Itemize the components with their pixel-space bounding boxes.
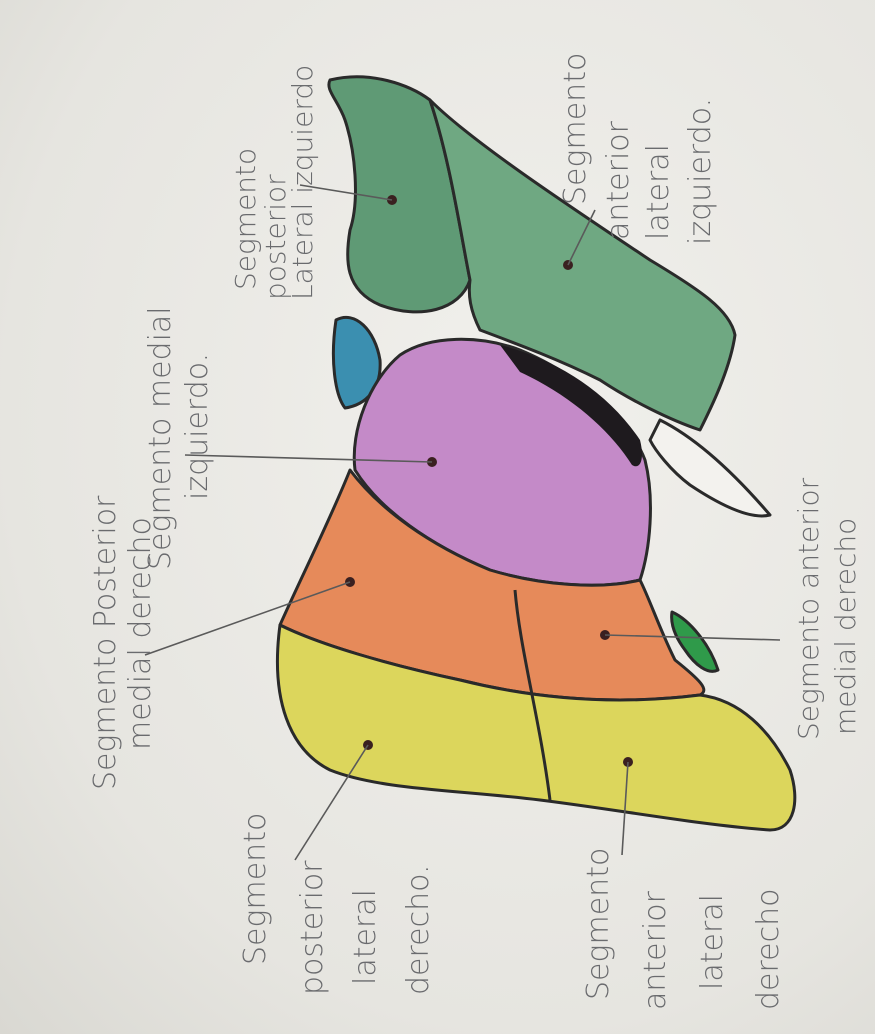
- label-medial-left: Segmento medial izquierdo.: [143, 306, 215, 570]
- region-posterior-lateral-left: [329, 77, 470, 312]
- svg-text:derecho: derecho: [751, 889, 786, 1011]
- svg-text:Segmento Posterior: Segmento Posterior: [88, 495, 123, 790]
- svg-text:Lateral izquierdo: Lateral izquierdo: [286, 65, 319, 300]
- svg-text:Segmento: Segmento: [229, 148, 262, 290]
- svg-text:lateral: lateral: [641, 144, 676, 240]
- label-posterior-lateral-right: Segmento posterior lateral derecho.: [238, 813, 436, 995]
- label-anterior-medial-right: Segmento anterior medial derecho: [792, 477, 862, 740]
- svg-text:lateral: lateral: [348, 889, 383, 985]
- label-posterior-lateral-left: Segmento posterior Lateral izquierdo: [229, 65, 319, 300]
- svg-text:anterior: anterior: [638, 890, 673, 1010]
- svg-text:anterior: anterior: [601, 120, 636, 240]
- svg-text:Segmento: Segmento: [238, 813, 273, 965]
- svg-text:izquierdo.: izquierdo.: [180, 353, 215, 500]
- label-anterior-lateral-right: Segmento anterior lateral derecho: [581, 848, 786, 1010]
- svg-text:Segmento anterior: Segmento anterior: [792, 477, 825, 740]
- svg-text:Segmento: Segmento: [581, 848, 616, 1000]
- svg-text:derecho.: derecho.: [401, 864, 436, 995]
- svg-text:posterior: posterior: [295, 860, 330, 995]
- svg-text:lateral: lateral: [695, 894, 730, 990]
- svg-text:izquierdo.: izquierdo.: [683, 98, 718, 245]
- svg-text:Segmento: Segmento: [558, 53, 593, 205]
- region-anterior-lateral-left-tail: [650, 420, 770, 516]
- svg-text:Segmento medial: Segmento medial: [143, 306, 178, 570]
- svg-text:medial derecho: medial derecho: [829, 518, 862, 735]
